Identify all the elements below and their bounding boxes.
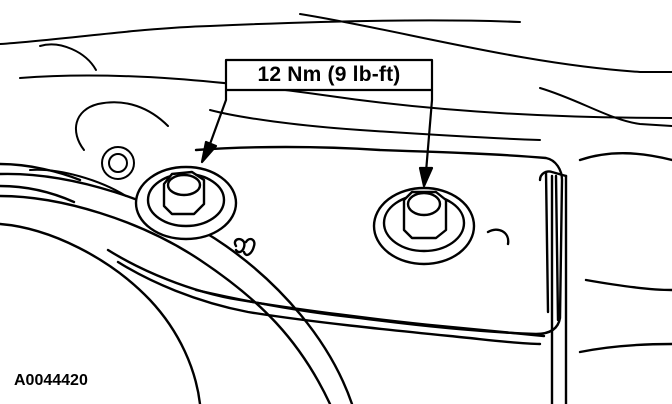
plate-inner-edge [106,248,546,338]
upper-rail [0,19,521,45]
upper-rail-curve [299,13,672,73]
left-bracket-outline [75,101,169,151]
bolt-left-icon [134,165,238,241]
plate-right-flange-2 [554,174,560,322]
right-pipe [538,152,672,404]
left-fender-curve [39,43,97,71]
body-structure [0,13,672,197]
plate-inner-edge-2 [116,260,542,346]
hoses [0,162,354,404]
callout-box [224,58,434,92]
torque-spec-label: 12 Nm (9 lb-ft) [257,63,401,86]
leader-left [208,88,228,146]
bracket-plate [106,145,564,346]
torque-callout [200,58,434,188]
hose-outer [0,194,332,404]
right-body-curve [578,152,672,162]
hose-small-2 [0,184,76,204]
hose-lower [0,222,202,404]
pipe-left-wall [538,170,568,182]
upper-panel-edge [19,74,672,119]
arrowhead-right [418,166,434,188]
plate-notch [486,228,510,246]
hose-inner [0,172,354,404]
grommet-outer [101,146,135,180]
bolt-right-icon [372,186,476,266]
grommet [101,146,135,180]
left-lower-bracket [29,168,127,197]
top-right-panel [539,87,672,127]
plate-hole-cutout [233,237,256,257]
bolt-right-top [406,191,442,217]
right-lower-edge [578,342,672,354]
leader-right [424,88,434,174]
plate-right-flange [544,170,550,314]
top-ridge [209,109,541,141]
right-body-lower [584,278,672,292]
bolt-left-head [162,170,206,216]
bolt-left-top [166,173,202,197]
grommet-inner [108,153,128,173]
figure-id: A0044420 [14,372,88,389]
arrowhead-left [200,140,218,164]
hose-small-1 [0,162,82,182]
